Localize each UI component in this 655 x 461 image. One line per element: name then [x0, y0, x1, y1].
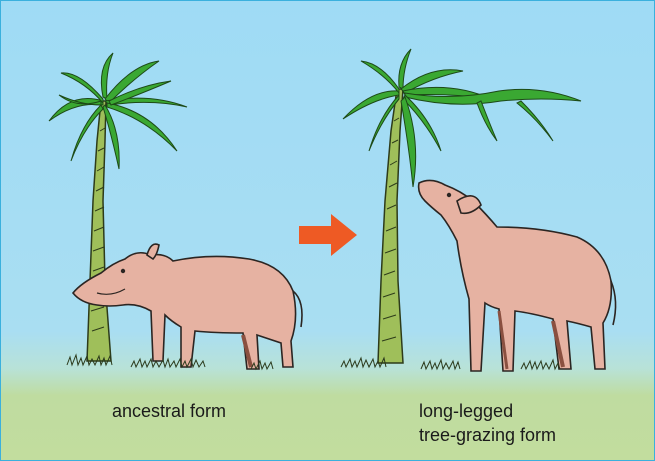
- tree-grazing-animal-eye: [447, 193, 451, 197]
- caption-ancestral-form: ancestral form: [112, 399, 226, 423]
- caption-tree-grazing-form: long-legged tree-grazing form: [419, 399, 556, 447]
- caption-tree-grazing-line-2: tree-grazing form: [419, 423, 556, 447]
- ancestral-animal-eye: [121, 269, 125, 273]
- caption-tree-grazing-line-1: long-legged: [419, 399, 556, 423]
